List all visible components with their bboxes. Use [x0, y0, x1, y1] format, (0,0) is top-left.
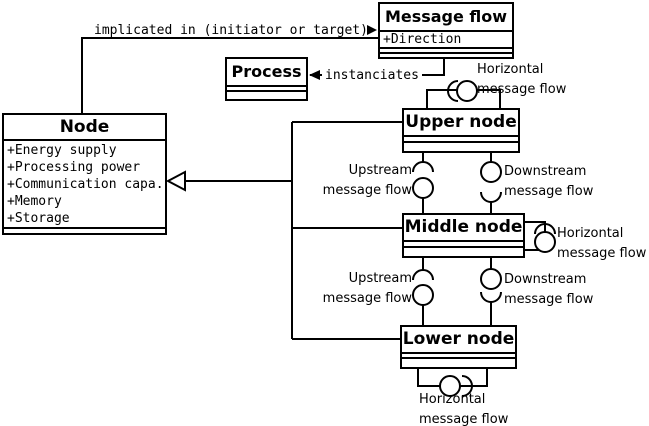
- empty-compartment: [227, 85, 306, 90]
- ball-icon: [534, 231, 556, 253]
- attribute-row: +Memory: [7, 194, 62, 209]
- socket-icon: [461, 375, 473, 397]
- ball-icon: [412, 177, 434, 199]
- ball-icon: [456, 80, 478, 102]
- class-process: Process: [225, 57, 308, 101]
- empty-compartment: [404, 246, 523, 252]
- class-lower-node: Lower node: [400, 325, 517, 369]
- class-message-flow: Message flow +Direction: [378, 2, 514, 59]
- socket-icon: [534, 223, 556, 235]
- socket-icon: [412, 269, 434, 281]
- lower-downstream-flow-label: Downstream message flow: [504, 272, 594, 307]
- top-horizontal-flow-label: Horizontal message flow: [477, 62, 567, 97]
- class-title: Upper node: [405, 112, 517, 132]
- upper-upstream-connector: [412, 152, 434, 214]
- lower-upstream-flow-label: Upstream message flow: [322, 271, 412, 306]
- ball-icon: [412, 284, 434, 306]
- bottom-horizontal-flow-label: Horizontal message flow: [419, 392, 509, 426]
- socket-icon: [480, 291, 502, 303]
- attribute-row: +Storage: [7, 211, 70, 226]
- empty-compartment: [380, 47, 512, 52]
- class-title: Node: [59, 117, 110, 137]
- empty-compartment: [4, 227, 165, 233]
- ball-icon: [439, 375, 461, 397]
- attribute-row: +Direction: [380, 30, 512, 47]
- attribute-row: +Energy supply: [7, 143, 117, 158]
- generalization-connector: [165, 121, 404, 340]
- attribute-list: +Energy supply +Processing power +Commun…: [4, 139, 165, 227]
- empty-compartment: [404, 141, 518, 147]
- upper-downstream-connector: [480, 152, 502, 214]
- class-middle-node: Middle node: [402, 213, 525, 258]
- middle-right-loop-connector: [524, 221, 556, 253]
- left-arrowhead-icon: [309, 70, 320, 80]
- ball-icon: [480, 268, 502, 290]
- right-arrowhead-icon: [367, 25, 377, 35]
- class-node: Node +Energy supply +Processing power +C…: [2, 113, 167, 235]
- implicated-in-line: [81, 37, 378, 114]
- socket-icon: [447, 80, 459, 102]
- empty-compartment: [404, 135, 518, 141]
- class-title: Message flow: [384, 7, 508, 26]
- class-title: Middle node: [404, 217, 523, 237]
- class-title: Process: [231, 62, 302, 81]
- empty-compartment: [402, 352, 515, 357]
- class-upper-node: Upper node: [402, 108, 520, 153]
- socket-icon: [480, 191, 502, 203]
- empty-compartment: [227, 90, 306, 95]
- empty-compartment: [402, 357, 515, 363]
- upper-top-loop-connector: [426, 80, 501, 109]
- attribute-row: +Communication capa.: [7, 177, 164, 192]
- empty-compartment: [404, 240, 523, 246]
- implicated-in-connector: [81, 25, 378, 114]
- upper-upstream-flow-label: Upstream message flow: [322, 163, 412, 198]
- empty-compartment: [380, 52, 512, 57]
- lower-bottom-loop-connector: [417, 367, 488, 397]
- middle-horizontal-flow-label: Horizontal message flow: [557, 226, 647, 261]
- ball-icon: [480, 161, 502, 183]
- lower-upstream-connector: [412, 257, 434, 326]
- attribute-row: +Processing power: [7, 160, 141, 175]
- class-title: Lower node: [402, 329, 515, 349]
- implicated-in-label: implicated in (initiator or target): [94, 23, 368, 38]
- generalization-triangle-icon: [165, 170, 186, 192]
- socket-icon: [412, 161, 434, 173]
- lower-downstream-connector: [480, 257, 502, 326]
- upper-downstream-flow-label: Downstream message flow: [504, 164, 594, 199]
- instanciates-label: instanciates: [322, 69, 422, 83]
